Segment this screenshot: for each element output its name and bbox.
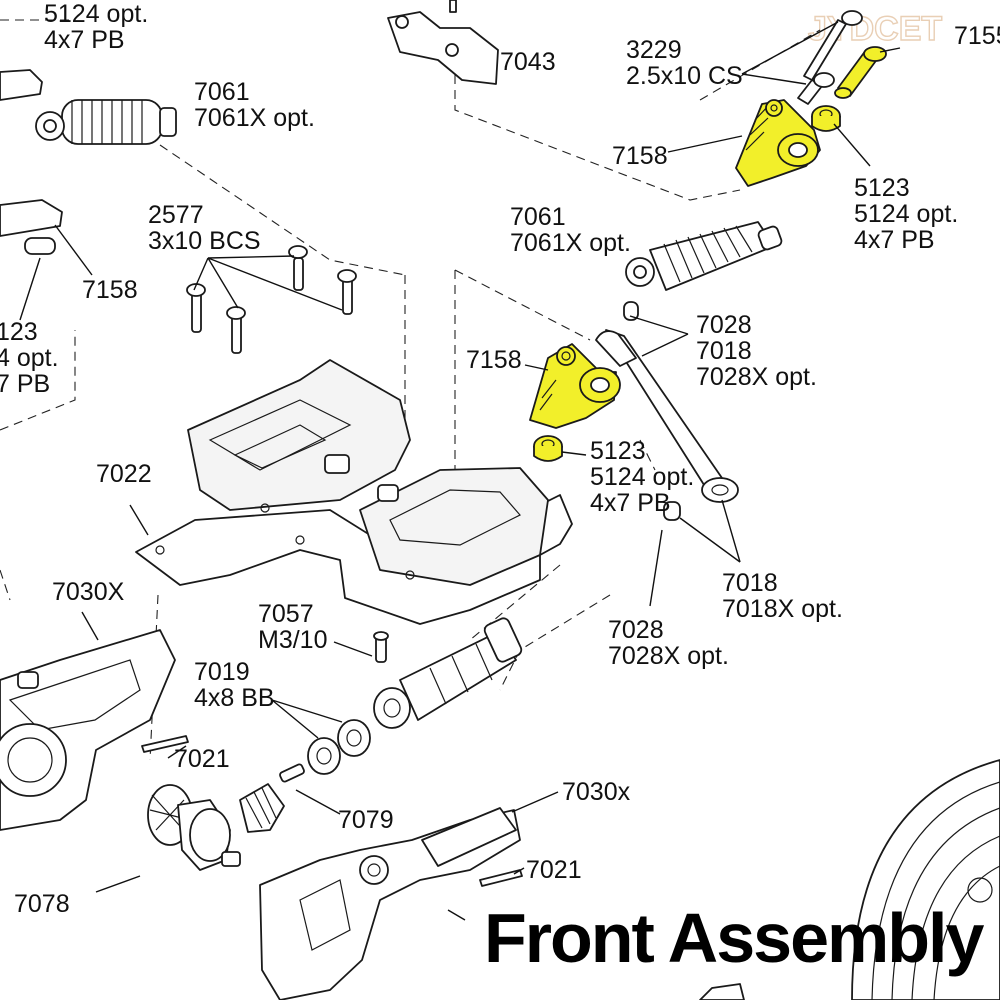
part-label-line: 7018 xyxy=(722,569,778,597)
part-label-top-7043: 7043 xyxy=(500,48,556,76)
part-label-center-7158: 7158 xyxy=(466,346,522,374)
part-label-line: 4x7 PB xyxy=(44,26,125,54)
driveshaft xyxy=(373,617,523,729)
part-label-line: 7061X opt. xyxy=(510,229,631,257)
wheel-partial xyxy=(851,759,1000,1000)
part-label-line: 4 opt. xyxy=(0,344,59,372)
part-label-bottom-7030x: 7030x xyxy=(562,778,631,806)
part-label-line: 7061X opt. xyxy=(194,104,315,132)
steering-link-7018 xyxy=(595,301,739,521)
set-screw-7057 xyxy=(373,631,389,663)
part-label-line: 7021 xyxy=(174,745,230,773)
part-label-line: 7158 xyxy=(82,276,138,304)
part-label-upper-7158: 7158 xyxy=(612,142,668,170)
part-label-line: 4x7 PB xyxy=(590,489,671,517)
part-label-line: 5123 xyxy=(854,174,910,202)
part-label-line: 7 PB xyxy=(0,370,50,398)
bearings-7019 xyxy=(307,719,371,775)
part-label-line: 7028X opt. xyxy=(696,363,817,391)
part-label-line: 123 xyxy=(0,318,38,346)
part-label-line: 7028 xyxy=(696,311,752,339)
part-label-line: 5124 opt. xyxy=(854,200,958,228)
part-label-line: M3/10 xyxy=(258,626,327,654)
upper-mount-top-left xyxy=(0,69,93,321)
part-label-line: 7021 xyxy=(526,856,582,884)
part-label-left-7030X: 7030X xyxy=(52,578,125,606)
bottom-fragment xyxy=(699,983,745,1000)
pins-7021 xyxy=(141,735,523,887)
pinion-gear-7079 xyxy=(239,763,305,833)
differential-7078 xyxy=(147,784,241,871)
part-label-bottom-7079: 7079 xyxy=(338,806,394,834)
part-label-left-7022: 7022 xyxy=(96,460,152,488)
part-label-bottom-7078: 7078 xyxy=(14,890,70,918)
part-label-bottom-7021: 7021 xyxy=(526,856,582,884)
part-label-line: 2577 xyxy=(148,201,204,229)
part-label-line: 7028X opt. xyxy=(608,642,729,670)
part-label-line: 5124 opt. xyxy=(44,0,148,28)
part-label-line: 5124 opt. xyxy=(590,463,694,491)
bulkhead-7030X xyxy=(0,629,176,831)
part-label-line: 3229 xyxy=(626,36,682,64)
bellcrank-7158-center xyxy=(529,343,621,429)
part-label-line: 7057 xyxy=(258,600,314,628)
diagram-title: Front Assembly xyxy=(484,899,984,977)
part-label-line: 7043 xyxy=(500,48,556,76)
cap-screws-3229 xyxy=(797,10,863,105)
bushing-center xyxy=(533,435,563,462)
button-screws-2577 xyxy=(186,245,357,354)
part-label-line: 7022 xyxy=(96,460,152,488)
part-label-line: 7061 xyxy=(510,203,566,231)
part-label-line: 7030X xyxy=(52,578,125,606)
part-label-line: 4x8 BB xyxy=(194,684,275,712)
part-label-line: 4x7 PB xyxy=(854,226,935,254)
part-label-line: 7061 xyxy=(194,78,250,106)
leader-lines xyxy=(81,21,901,921)
part-label-line: 5123 xyxy=(590,437,646,465)
bumper-mount-7043 xyxy=(387,0,499,85)
part-label-left-7158: 7158 xyxy=(82,276,138,304)
part-label-left-7021: 7021 xyxy=(174,745,230,773)
bellcrank-7158-upper xyxy=(735,99,821,187)
part-label-line: 2.5x10 CS xyxy=(626,62,743,90)
part-label-line: 7018X opt. xyxy=(722,595,843,623)
shock-absorber-center xyxy=(625,221,783,291)
part-label-top-right-7158-cut: 7155 xyxy=(954,22,1000,50)
part-label-line: 3x10 BCS xyxy=(148,227,261,255)
chassis-7022 xyxy=(135,359,573,625)
part-label-line: 7158 xyxy=(466,346,522,374)
part-label-line: 7078 xyxy=(14,890,70,918)
part-label-line: 7079 xyxy=(338,806,394,834)
part-label-line: 7158 xyxy=(612,142,668,170)
part-label-line: 7030x xyxy=(562,778,631,806)
part-label-line: 7018 xyxy=(696,337,752,365)
bushing-upper-right xyxy=(811,105,841,132)
part-label-line: 7155 xyxy=(954,22,1000,50)
bulkhead-7030x-bottom xyxy=(259,807,521,1000)
part-label-line: 5123 xyxy=(44,0,100,2)
part-label-line: 7028 xyxy=(608,616,664,644)
shock-absorber-top-left xyxy=(35,99,177,145)
part-label-line: 7019 xyxy=(194,658,250,686)
pivot-pin-highlighted xyxy=(834,46,887,99)
